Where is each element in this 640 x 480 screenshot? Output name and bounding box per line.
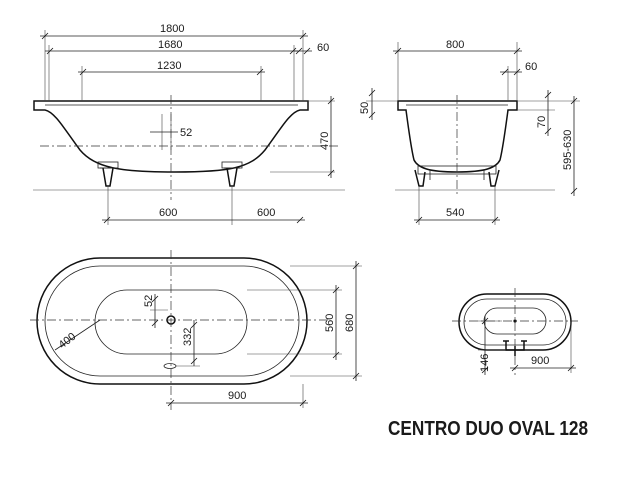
dimension-tick: [570, 187, 578, 195]
rim-drop-label: 70: [536, 116, 548, 128]
dimension-tick: [567, 364, 575, 372]
plan-overflow: [163, 363, 177, 369]
tub-side-profile: [33, 100, 309, 173]
dimension-tick: [332, 351, 340, 359]
dimension-tick: [299, 399, 307, 407]
plan-inner-rim: [44, 265, 300, 377]
dimension-tick: [415, 216, 423, 224]
foot-spacing-right-label: 600: [257, 207, 275, 219]
bottom-offset-label: 332: [182, 328, 194, 346]
dimension-tick: [544, 91, 552, 99]
dimension-tick: [352, 262, 360, 270]
small-half-length-label: 900: [531, 355, 549, 367]
dimension-tick: [368, 89, 376, 97]
side-elevation: 52 1800 1680 60 1230 470 600 600: [33, 23, 345, 225]
inner-width-label: 560: [324, 314, 336, 332]
corner-radius-label: 400: [56, 331, 78, 352]
foot-spacing-left-label: 600: [159, 207, 177, 219]
dimension-tick: [481, 317, 489, 325]
bottom-length-label: 1230: [157, 60, 181, 72]
radius-leader: [54, 319, 101, 351]
small-plan-view: 146 900: [452, 288, 578, 375]
dimension-tick: [327, 97, 335, 105]
dimension-tick: [491, 216, 499, 224]
dimension-tick: [289, 47, 297, 55]
plan-view: 400 52 332 560 680 900: [30, 250, 362, 410]
dimension-tick: [303, 47, 311, 55]
product-title: CENTRO DUO OVAL 128: [388, 418, 589, 440]
dimension-tick: [394, 47, 402, 55]
overall-width-label: 800: [446, 39, 464, 51]
inner-length-label: 1680: [158, 39, 182, 51]
dimension-tick: [167, 399, 175, 407]
plan-outer-rim: [36, 257, 308, 385]
dimension-tick: [41, 32, 49, 40]
small-drain-offset-label: 146: [479, 354, 491, 372]
dimension-tick: [544, 127, 552, 135]
rim-overhang-end-label: 60: [525, 61, 537, 73]
dimension-tick: [46, 47, 54, 55]
drain-offset-top-label: 52: [143, 295, 155, 307]
dimension-tick: [79, 68, 87, 76]
dimension-tick: [501, 68, 509, 76]
end-elevation: 800 60 50 70 595-630 540: [359, 39, 580, 225]
dimension-tick: [511, 364, 519, 372]
dimension-tick: [481, 366, 489, 374]
foot-right: [221, 161, 243, 187]
half-length-label: 900: [228, 390, 246, 402]
dimension-tick: [368, 111, 376, 119]
dimension-tick: [190, 357, 198, 365]
dimension-tick: [299, 32, 307, 40]
dimension-tick: [513, 68, 521, 76]
drain-offset-side-label: 52: [180, 127, 192, 139]
foot-left: [97, 161, 119, 187]
dimension-tick: [570, 97, 578, 105]
dimension-tick: [256, 68, 264, 76]
dimension-tick: [327, 169, 335, 177]
outer-width-label: 680: [344, 314, 356, 332]
rim-overhang-right-label: 60: [317, 42, 329, 54]
dimension-tick: [295, 47, 303, 55]
dimension-tick: [151, 319, 159, 327]
total-height-label: 595-630: [562, 130, 574, 170]
dimension-tick: [332, 286, 340, 294]
dimension-tick: [513, 47, 521, 55]
dimension-tick: [103, 216, 111, 224]
dimension-tick: [190, 321, 198, 329]
dimension-tick: [352, 372, 360, 380]
depth-label: 470: [319, 132, 331, 150]
dimension-tick: [151, 295, 159, 303]
foot-width-label: 540: [446, 207, 464, 219]
rim-height-label: 50: [359, 102, 371, 114]
tub-end-profile: [397, 100, 518, 173]
dimension-tick: [296, 216, 304, 224]
overall-length-label: 1800: [160, 23, 184, 35]
